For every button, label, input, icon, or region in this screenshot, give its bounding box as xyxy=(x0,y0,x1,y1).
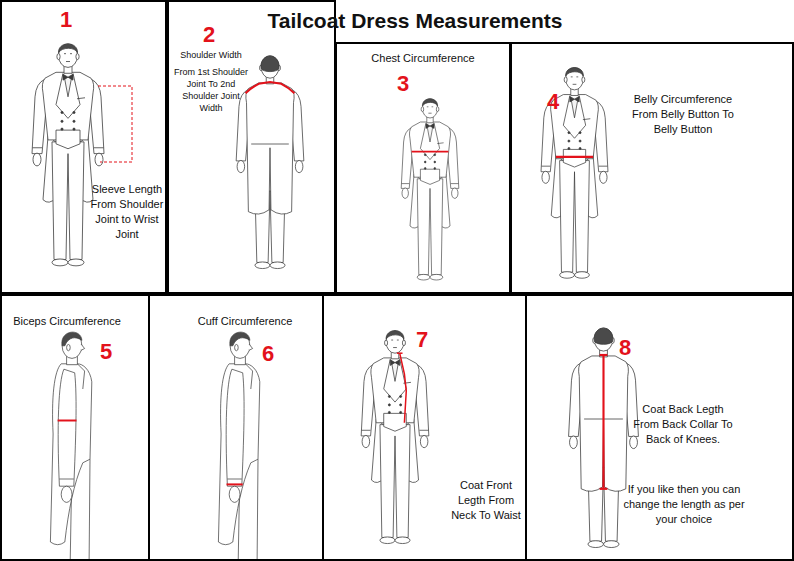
measure-panel: 8Coat Back Legth From Back Collar To Bac… xyxy=(525,294,794,561)
side-figure xyxy=(50,332,91,561)
measure-panel: Chest Circumference 3 xyxy=(335,42,511,294)
measure-panel: Biceps Circumference 5 xyxy=(0,294,150,561)
callout-number: 2 xyxy=(203,23,215,47)
measure-label: Shoulder Width xyxy=(169,49,253,61)
measure-label: Coat Front Legth From Neck To Waist xyxy=(448,478,524,523)
front-figure xyxy=(541,68,608,279)
front-figure xyxy=(361,331,429,544)
callout-number: 5 xyxy=(100,340,112,364)
measure-label: From 1st Shoulder Joint To 2nd Shoulder … xyxy=(173,66,249,114)
measure-label: Cuff Circumference xyxy=(190,314,300,329)
callout-number: 4 xyxy=(547,90,559,114)
front-figure xyxy=(32,44,104,266)
measure-label: Belly Circumference From Belly Button To… xyxy=(628,92,738,137)
callout-number: 1 xyxy=(60,8,72,32)
measure-line xyxy=(98,86,132,162)
diagram-title: Tailcoat Dress Measurements xyxy=(220,8,610,34)
callout-number: 8 xyxy=(619,336,631,360)
measure-label: Chest Circumference xyxy=(337,51,509,66)
callout-number: 6 xyxy=(262,342,274,366)
callout-number: 7 xyxy=(416,328,428,352)
measure-panel: 7Coat Front Legth From Neck To Waist xyxy=(322,294,527,561)
measure-label: If you like then you can change the leng… xyxy=(623,482,745,527)
measure-panel: 1Sleeve Length From Shoulder Joint to Wr… xyxy=(0,0,167,294)
back-figure xyxy=(236,56,304,269)
back-figure xyxy=(569,328,639,548)
front-figure xyxy=(401,99,459,280)
measure-panel: Cuff Circumference 6 xyxy=(148,294,324,561)
callout-number: 3 xyxy=(397,72,409,96)
measure-label: Biceps Circumference xyxy=(12,314,122,329)
measure-label: Coat Back Legth From Back Collar To Back… xyxy=(631,402,735,447)
side-figure xyxy=(218,332,259,561)
measure-panel: 4 Belly Circumference From Belly Button T… xyxy=(510,42,794,294)
measure-panel: 2Shoulder WidthFrom 1st Shoulder Joint T… xyxy=(167,0,336,294)
measure-label: Sleeve Length From Shoulder Joint to Wri… xyxy=(88,182,166,242)
